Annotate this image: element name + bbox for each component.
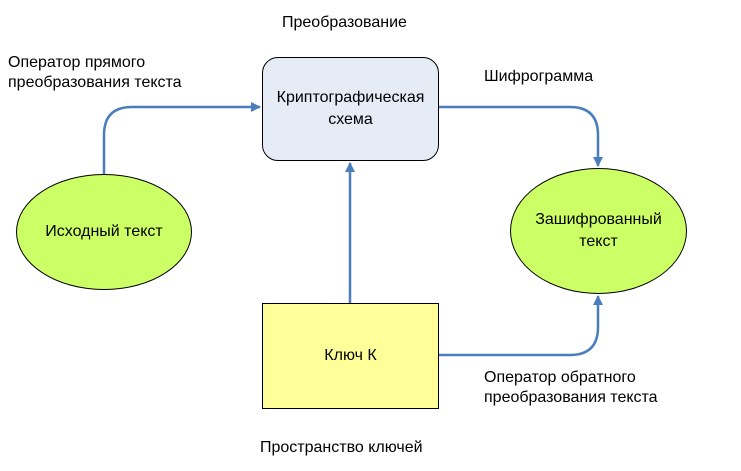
edge-key-to-encrypted (439, 295, 603, 357)
key-label: Ключ К (324, 347, 377, 364)
edge-plaintext-to-scheme (102, 102, 261, 174)
key-space-label: Пространство ключей (260, 439, 423, 456)
transformation-label: Преобразование (282, 14, 407, 31)
forward-operator-label: Оператор прямого преобразования текста (8, 54, 182, 91)
encrypted-text-node: Зашифрованный текст (510, 168, 687, 294)
ciphergram-label: Шифрограмма (484, 68, 594, 85)
plain-text-label: Исходный текст (45, 223, 163, 240)
key-node: Ключ К (262, 303, 439, 409)
plain-text-node: Исходный текст (16, 174, 192, 290)
crypto-scheme-text: Криптографическая схема (276, 89, 425, 128)
inverse-operator-label: Оператор обратного преобразования текста (484, 369, 658, 406)
edge-scheme-to-encrypted (439, 105, 603, 167)
crypto-scheme-node: Криптографическая схема (262, 57, 439, 161)
encrypted-text-label: Зашифрованный текст (535, 211, 662, 250)
